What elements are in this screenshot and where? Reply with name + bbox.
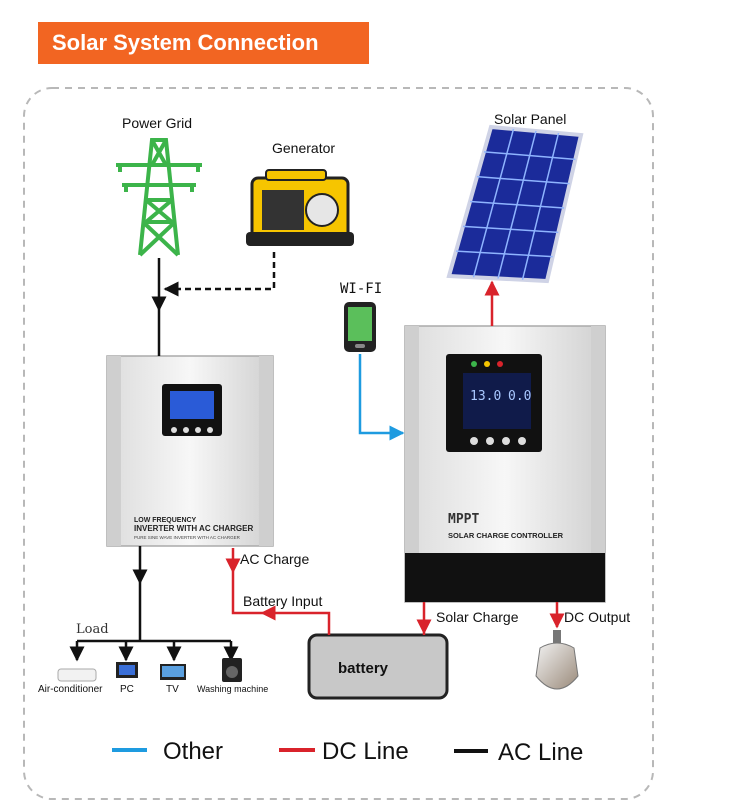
controller-display-left: 13.0: [470, 389, 501, 404]
solar-cell-row-line: [476, 175, 570, 185]
air-conditioner-icon: [57, 668, 97, 682]
solar-cell-row-line: [483, 151, 576, 161]
load-air-conditioner-label: Air-conditioner: [38, 684, 103, 695]
battery-input-label: Battery Input: [243, 593, 322, 609]
solar-cells: [455, 128, 576, 280]
load-tv-label: TV: [166, 684, 179, 695]
load-washing-machine-label: Washing machine: [197, 684, 268, 694]
inverter-line1: LOW FREQUENCY: [134, 517, 197, 524]
inverter-line2: INVERTER WITH AC CHARGER: [134, 524, 253, 533]
ac-charge-label: AC Charge: [240, 551, 309, 567]
controller-name: SOLAR CHARGE CONTROLLER: [448, 531, 564, 540]
battery-label: battery: [338, 660, 389, 677]
solar-cell-row-line: [462, 225, 559, 234]
dc-output-label: DC Output: [564, 609, 630, 625]
ac-line-generator: [163, 252, 276, 297]
load-pc-label: PC: [120, 684, 134, 695]
dashed-frame: [23, 87, 654, 800]
pc-icon: [116, 662, 138, 678]
dc-line-battery-input: [260, 605, 331, 635]
ac-line-load-trunk: [77, 583, 231, 643]
load-label: Load: [76, 622, 109, 637]
solar-cell-row-line: [455, 250, 553, 258]
power-grid-label: Power Grid: [122, 115, 192, 131]
title-banner: Solar System Connection: [38, 22, 369, 64]
controller-display-right: 0.0: [508, 389, 531, 404]
legend-other-label: Other: [163, 738, 223, 765]
wifi-label: WI-FI: [340, 281, 382, 297]
power-grid-tower-icon: [116, 138, 202, 257]
battery-icon: [307, 633, 449, 700]
charge-controller-unit: [404, 325, 606, 603]
inverter-unit: [106, 355, 274, 547]
generator-label: Generator: [272, 140, 335, 156]
generator-icon: [246, 169, 354, 246]
inverter-line3: PURE SINE WAVE INVERTER WITH AC CHARGER: [134, 535, 241, 540]
legend-ac-label: AC Line: [498, 739, 583, 766]
controller-brand: MPPT: [448, 512, 479, 527]
solar-cell-row-line: [469, 200, 565, 209]
dc-bulb-icon: [535, 630, 579, 690]
dc-line-battery-input-tail: [231, 572, 262, 615]
legend-dc-label: DC Line: [322, 738, 409, 765]
solar-panel-label: Solar Panel: [494, 111, 566, 127]
solar-charge-label: Solar Charge: [436, 609, 519, 625]
other-line-wifi: [358, 354, 405, 441]
wifi-module-icon: [344, 302, 376, 352]
washing-machine-icon: [222, 658, 242, 682]
tv-icon: [160, 664, 186, 680]
